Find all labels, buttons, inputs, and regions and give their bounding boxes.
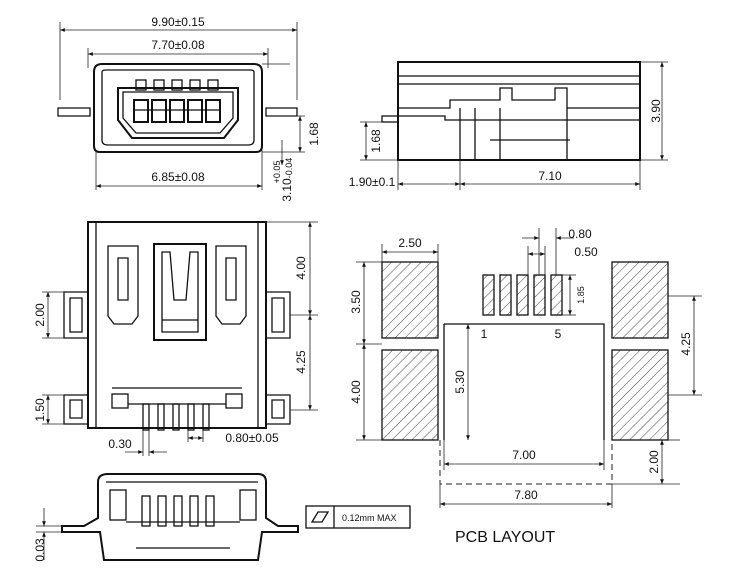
side-view: 3.90 1.68 1.90±0.1 7.10 bbox=[349, 61, 668, 190]
pad-left-upper bbox=[381, 261, 439, 339]
label-total-height: 3.10 bbox=[280, 178, 294, 202]
label-pin-width: 0.30 bbox=[108, 437, 132, 451]
bottom-view: 0.03 0.12mm MAX bbox=[33, 473, 411, 562]
label-tab-width: 2.00 bbox=[33, 303, 47, 327]
bottom-pins bbox=[141, 495, 215, 527]
label-pin-pitch: 0.80±0.05 bbox=[225, 431, 279, 445]
label-mid-length: 4.25 bbox=[294, 350, 308, 374]
label-side-height: 3.90 bbox=[649, 99, 663, 123]
label-body-height: 5.30 bbox=[453, 370, 467, 394]
label-offset: 1.90±0.1 bbox=[349, 175, 396, 189]
right-lead bbox=[265, 107, 298, 117]
label-coplanarity: 0.03 bbox=[33, 538, 47, 562]
pad-left-lower bbox=[381, 349, 439, 441]
label-pin-pad-width: 0.50 bbox=[574, 245, 598, 259]
flatness-box bbox=[305, 505, 411, 529]
label-tol-minus: -0.04 bbox=[284, 158, 294, 179]
label-top-length: 4.00 bbox=[294, 256, 308, 280]
front-contacts-top bbox=[135, 79, 219, 91]
label-overall-width: 9.90±0.15 bbox=[151, 15, 205, 29]
receptacle-opening bbox=[117, 87, 239, 139]
flatness-icon bbox=[310, 511, 330, 523]
label-bottom-pad: 2.00 bbox=[647, 450, 661, 474]
top-view: 2.00 1.50 4.00 4.25 0.30 0.80±0.05 bbox=[33, 221, 318, 456]
body-outline-dashed bbox=[439, 440, 613, 485]
label-right-span: 4.25 bbox=[679, 332, 693, 356]
label-pad-width: 2.50 bbox=[398, 236, 422, 250]
label-pitch: 0.80 bbox=[568, 227, 592, 241]
pad-right-upper bbox=[611, 261, 669, 339]
side-body bbox=[397, 61, 641, 161]
label-pin-first: 1 bbox=[481, 327, 488, 341]
label-base-width: 6.85±0.08 bbox=[151, 170, 205, 184]
front-view: 9.90±0.15 7.70±0.08 6.85±0.08 bbox=[57, 15, 321, 202]
top-body bbox=[87, 221, 267, 429]
label-lower-pad-height: 4.00 bbox=[349, 380, 363, 404]
pcb-layout: 1 5 2.50 0.80 0.50 1.85 3.50 4.00 5.30 bbox=[349, 227, 702, 546]
label-tab-width-2: 1.50 bbox=[33, 398, 47, 422]
label-pin-last: 5 bbox=[555, 327, 562, 341]
signal-pads bbox=[482, 274, 563, 316]
left-lead bbox=[57, 107, 91, 117]
top-view-pins bbox=[142, 403, 210, 431]
pcb-layout-title: PCB LAYOUT bbox=[455, 529, 555, 546]
label-upper-pad-height: 3.50 bbox=[349, 290, 363, 314]
label-flatness: 0.12mm MAX bbox=[342, 513, 397, 523]
label-tol-plus: +0.05 bbox=[272, 161, 282, 184]
label-side-length: 7.10 bbox=[538, 169, 562, 183]
front-pins bbox=[133, 99, 221, 123]
label-inner-width-pcb: 7.00 bbox=[512, 448, 536, 462]
pad-right-lower bbox=[611, 349, 669, 441]
label-pin-height: 1.68 bbox=[307, 122, 321, 146]
front-shell bbox=[93, 63, 263, 153]
bottom-shell bbox=[61, 473, 299, 561]
label-outer-width-pcb: 7.80 bbox=[514, 488, 538, 502]
label-step-height: 1.68 bbox=[369, 129, 383, 153]
label-inner-width: 7.70±0.08 bbox=[151, 38, 205, 52]
label-pin-pad-length: 1.85 bbox=[576, 286, 586, 304]
